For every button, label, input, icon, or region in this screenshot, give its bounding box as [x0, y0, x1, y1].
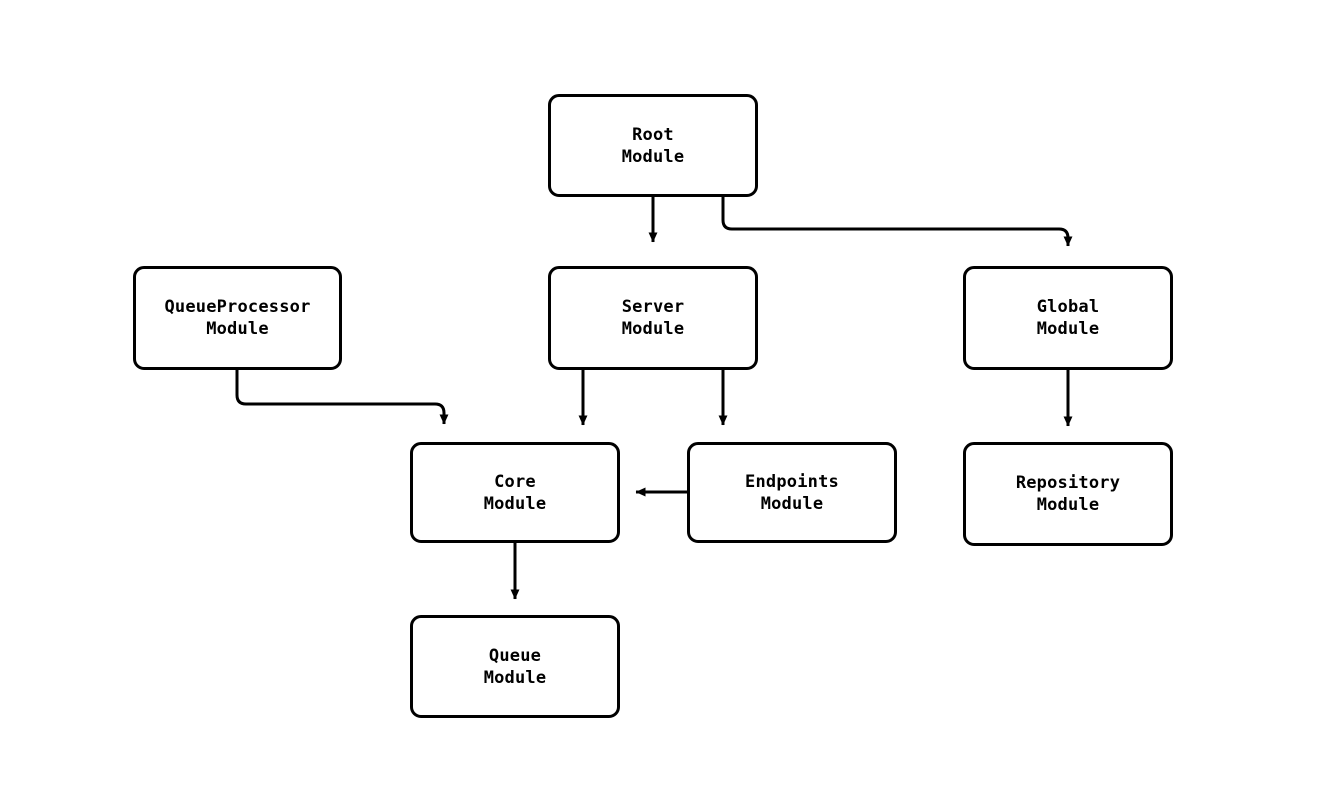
node-root-module-label-line2: Module	[621, 146, 685, 167]
node-queueprocessor-module-label-line1: QueueProcessor	[164, 297, 311, 317]
node-core-module-label-line1: Core	[494, 471, 536, 492]
node-repository-module[interactable]: Repository Module	[963, 442, 1173, 546]
node-repository-module-label-line2: Module	[1036, 495, 1100, 515]
node-root-module-label-line1: Root	[632, 124, 674, 145]
node-core-module-label-line2: Module	[483, 493, 547, 514]
node-queue-module-label-line1: Queue	[488, 645, 542, 666]
node-core-module[interactable]: Core Module	[410, 442, 620, 543]
node-queueprocessor-module-label-line2: Module	[206, 319, 269, 339]
node-server-module[interactable]: Server Module	[548, 266, 758, 370]
node-endpoints-module-label-line1: Endpoints	[745, 471, 839, 492]
node-queueprocessor-module[interactable]: QueueProcessor Module	[133, 266, 342, 370]
node-global-module-label-line2: Module	[1036, 319, 1100, 339]
node-endpoints-module-label-line2: Module	[760, 493, 824, 514]
node-global-module-label-line1: Global	[1036, 297, 1100, 317]
node-server-module-label-line2: Module	[621, 319, 685, 339]
edge-root-global	[721, 197, 1073, 247]
node-global-module[interactable]: Global Module	[963, 266, 1173, 370]
node-endpoints-module[interactable]: Endpoints Module	[687, 442, 897, 543]
node-queue-module-label-line2: Module	[483, 667, 547, 688]
edge-queueprocessor-core	[235, 370, 449, 425]
node-queue-module[interactable]: Queue Module	[410, 615, 620, 718]
node-repository-module-label-line1: Repository	[1015, 473, 1121, 493]
node-server-module-label-line1: Server	[621, 297, 685, 317]
node-root-module[interactable]: Root Module	[548, 94, 758, 197]
